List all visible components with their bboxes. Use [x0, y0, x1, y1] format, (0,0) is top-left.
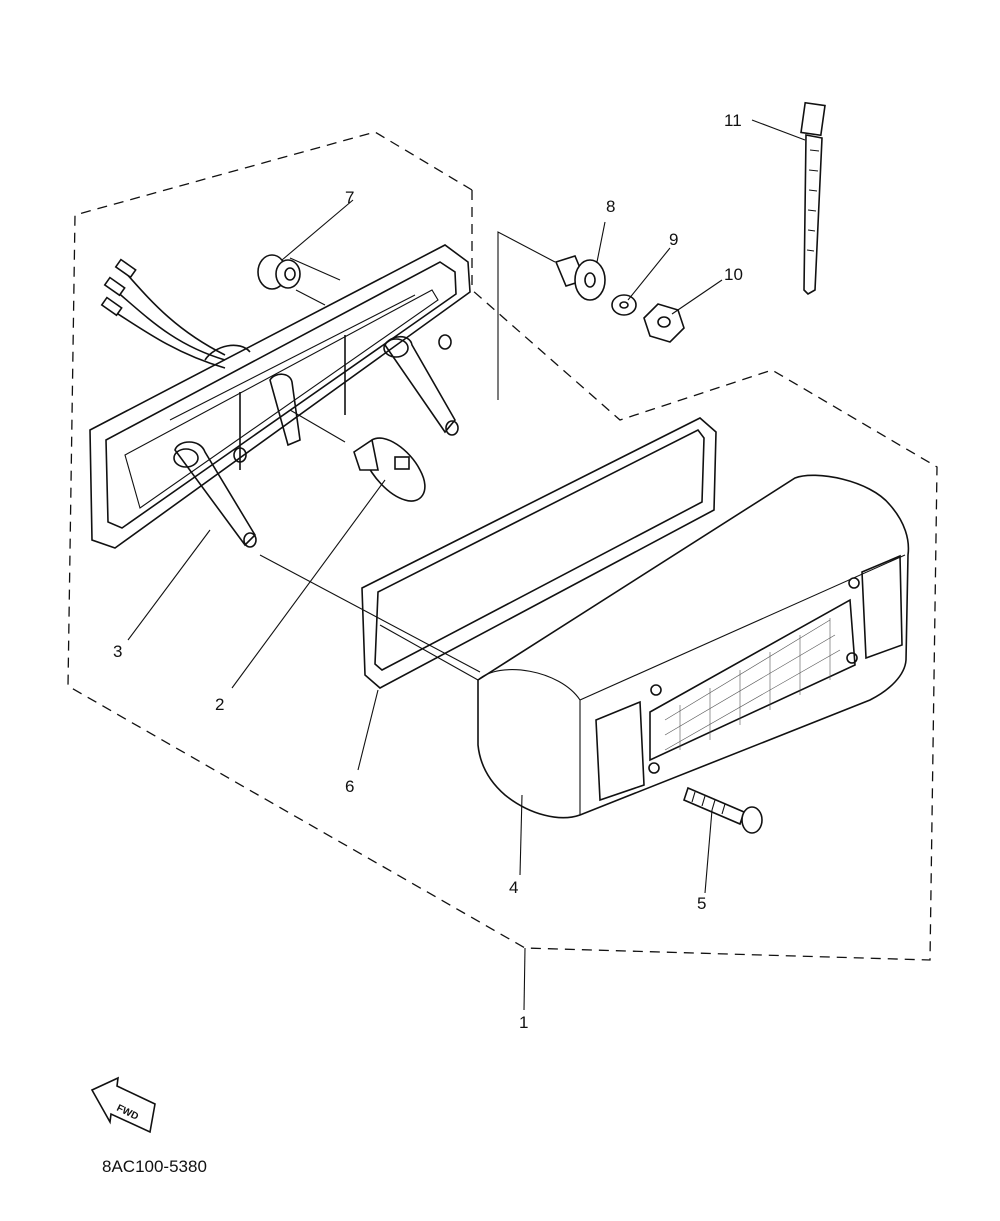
collar-icon	[554, 255, 606, 301]
callout-4: 4	[509, 878, 518, 897]
callout-7: 7	[345, 188, 354, 207]
callout-5: 5	[697, 894, 706, 913]
bulb-icon	[289, 409, 426, 502]
leader-line-1	[523, 947, 526, 1011]
grommet-icon	[257, 254, 326, 306]
callout-3: 3	[113, 642, 122, 661]
diagram-code: 8AC100-5380	[102, 1157, 207, 1176]
callout-6: 6	[345, 777, 354, 796]
cable-tie-icon	[800, 101, 826, 295]
callout-2: 2	[215, 695, 224, 714]
fwd-arrow-icon: FWD	[90, 1076, 156, 1134]
housing-base	[89, 244, 471, 549]
assembly-outline	[67, 131, 938, 961]
gasket-icon	[361, 417, 717, 689]
callout-1: 1	[519, 1013, 528, 1032]
callout-10: 10	[724, 265, 743, 284]
leader-lines	[127, 119, 806, 894]
callout-11: 11	[724, 111, 742, 130]
nut-icon	[643, 303, 685, 343]
callout-9: 9	[669, 230, 678, 249]
callout-8: 8	[606, 197, 615, 216]
lens-icon	[477, 474, 910, 819]
washer-icon	[611, 294, 637, 316]
screw-icon	[683, 786, 763, 834]
callout-labels: 1 2 3 4 5 6 7 8 9 10 11	[113, 111, 743, 1032]
wire-harness	[100, 258, 251, 369]
fastener-group	[497, 231, 685, 400]
